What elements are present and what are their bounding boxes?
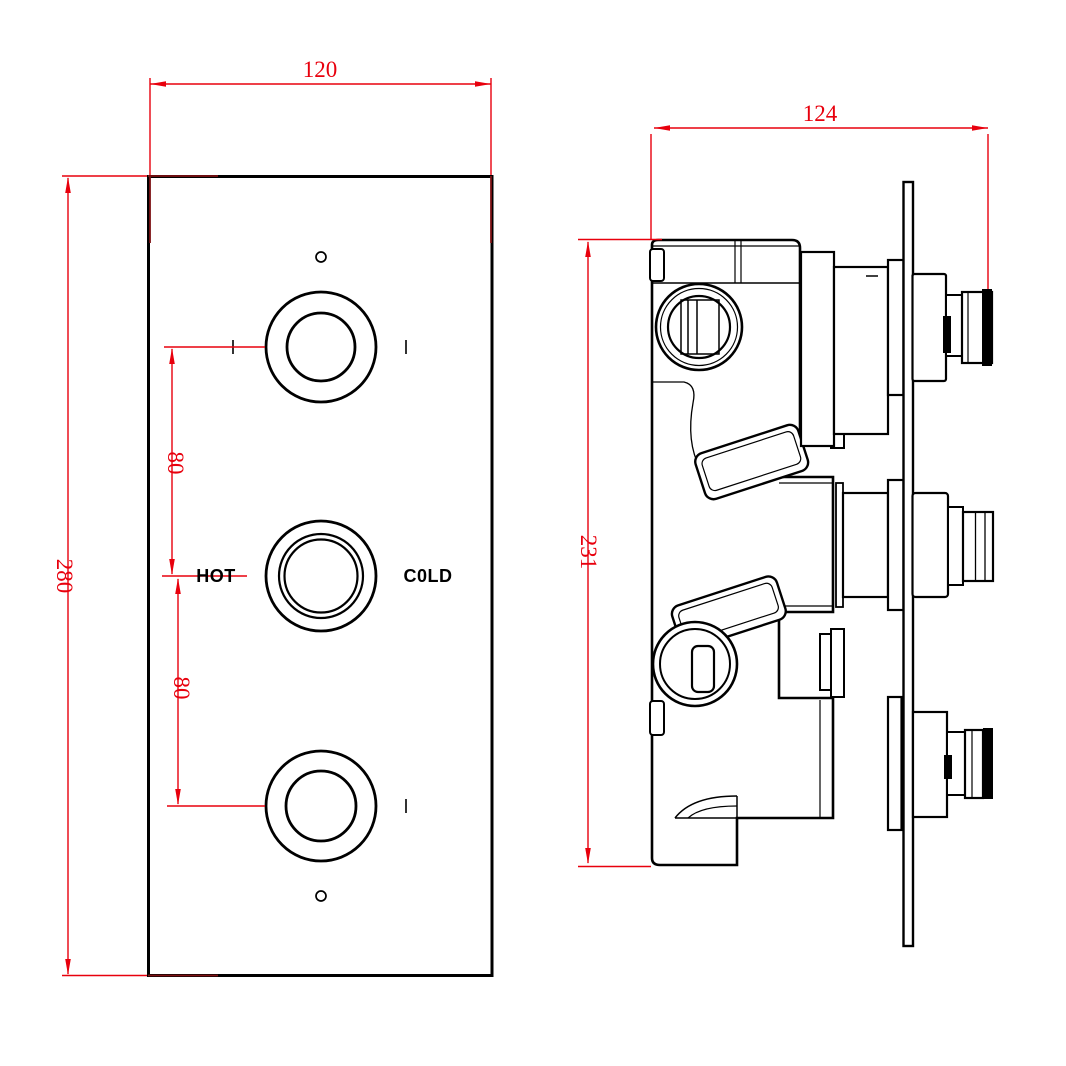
valve-body-details [649, 240, 833, 817]
dimension-spacing-lower-80: 80 [162, 575, 265, 807]
knob-bottom-inner-ring [284, 769, 358, 843]
knob-bottom [264, 749, 378, 863]
knob-top-inner-ring [285, 311, 357, 383]
arrowhead-icon [475, 81, 491, 87]
arrowhead-icon [972, 125, 988, 131]
dimension-height-280: 280 [52, 175, 218, 977]
mount-clip-top [649, 248, 665, 282]
side-view-dimensions: 124 231 [576, 101, 989, 868]
dimension-width-120: 120 [149, 57, 492, 243]
knob-middle-inner-ring [283, 538, 359, 614]
arrowhead-icon [169, 348, 175, 364]
dim-label-lower-spacing: 80 [169, 677, 194, 700]
handle-endcap-bottom [983, 728, 993, 799]
port-window-bottom [690, 644, 716, 694]
port-window-top [680, 299, 720, 355]
dim-label-body-height: 231 [576, 535, 601, 570]
knob-top [264, 290, 378, 404]
knob-bottom-outer-ring [264, 749, 378, 863]
dimension-depth-124: 124 [650, 101, 989, 289]
side-view [649, 180, 995, 948]
arrowhead-icon [175, 789, 181, 805]
arrowhead-icon [65, 959, 71, 975]
front-view-dimensions: 120 280 80 80 [52, 57, 492, 977]
knob-middle-mid-ring [277, 532, 365, 620]
inlet-port-top [654, 282, 744, 372]
arrowhead-icon [585, 241, 591, 257]
spindle-bottom-left [886, 695, 903, 832]
stem-seal-top [943, 316, 951, 353]
dim-label-depth: 124 [803, 101, 838, 126]
dim-label-height: 280 [52, 559, 77, 594]
handle-stem-bottom [911, 710, 993, 819]
knob-top-outer-ring [264, 290, 378, 404]
off-indicator-top-icon [315, 251, 327, 263]
bracket-lower [819, 628, 845, 698]
dimension-body-height-231: 231 [576, 238, 662, 868]
inlet-port-bottom [651, 620, 739, 708]
handle-endcap-top [982, 289, 992, 366]
arrowhead-icon [65, 177, 71, 193]
mount-clip-bottom [649, 700, 665, 736]
cold-label: C0LD [403, 566, 452, 586]
arrowhead-icon [175, 578, 181, 594]
stem-seal-bottom [944, 755, 952, 779]
handle-stem-top [911, 272, 994, 383]
dim-label-width: 120 [303, 57, 338, 82]
arrowhead-icon [169, 559, 175, 575]
arrowhead-icon [654, 125, 670, 131]
arrowhead-icon [585, 848, 591, 864]
body-cast-contour [652, 381, 701, 469]
knob-middle-outer-ring [264, 519, 378, 633]
knob-middle [264, 519, 378, 633]
spindle-middle-left [835, 478, 905, 612]
dim-label-upper-spacing: 80 [163, 452, 188, 475]
hot-label: HOT [196, 566, 236, 586]
outlet-elbow [674, 795, 738, 819]
arrowhead-icon [150, 81, 166, 87]
dimension-spacing-upper-80: 80 [163, 346, 265, 575]
spindle-top-left [799, 250, 905, 448]
handle-stem-middle [911, 491, 995, 599]
off-indicator-bottom-icon [315, 890, 327, 902]
